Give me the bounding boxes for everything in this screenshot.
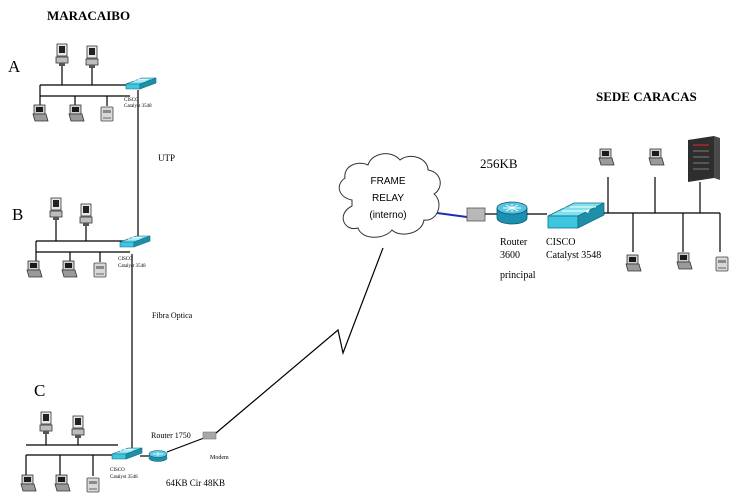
router-1750-icon xyxy=(148,450,168,462)
site-a-label: A xyxy=(8,57,21,76)
laptop-icon xyxy=(32,104,49,122)
printer-icon xyxy=(86,477,100,493)
caracas-title: SEDE CARACAS xyxy=(596,89,697,104)
printer-icon xyxy=(715,256,729,272)
cloud-line-1: FRAME xyxy=(371,176,406,187)
switch-c-label-1: CISCO xyxy=(110,468,125,473)
utp-label: UTP xyxy=(158,153,175,163)
laptop-icon xyxy=(676,252,693,270)
workstation-icon xyxy=(71,415,85,439)
router-1750-label: Router 1750 xyxy=(151,431,191,440)
modem-icon xyxy=(202,431,217,440)
caracas-switch-line-1: CISCO xyxy=(546,237,575,248)
router-3600-line-2: 3600 xyxy=(500,250,520,261)
workstation-icon xyxy=(55,43,69,67)
laptop-icon xyxy=(61,260,78,278)
caracas-lan xyxy=(598,136,729,272)
switch-b-label-1: CISCO xyxy=(118,257,133,262)
site-b-label: B xyxy=(12,205,23,224)
laptop-icon xyxy=(68,104,85,122)
switch-3548-caracas-icon xyxy=(547,202,605,229)
router-3600-icon xyxy=(496,201,528,225)
frame-relay-cloud: FRAME RELAY (interno) xyxy=(338,153,441,238)
site-c-label: C xyxy=(34,381,45,400)
server-icon xyxy=(688,136,720,182)
speed-maracaibo-label: 64KB Cir 48KB xyxy=(166,478,225,488)
printer-icon xyxy=(93,262,107,278)
printer-icon xyxy=(100,106,114,122)
laptop-icon xyxy=(598,148,615,166)
switch-icon xyxy=(125,77,157,90)
laptop-icon xyxy=(54,474,71,492)
switch-c-label-2: Catalyst 3548 xyxy=(110,475,138,480)
laptop-icon xyxy=(26,260,43,278)
principal-label: principal xyxy=(500,270,536,281)
wan-link xyxy=(215,247,384,434)
workstation-icon xyxy=(39,411,53,435)
caracas-switch-line-2: Catalyst 3548 xyxy=(546,250,601,261)
cloud-line-3: (interno) xyxy=(369,210,406,221)
site-c: C CISCO Catalyst 3548 Router 1750 Modem … xyxy=(20,381,229,493)
laptop-icon xyxy=(20,474,37,492)
workstation-icon xyxy=(49,197,63,221)
maracaibo-title: MARACAIBO xyxy=(47,8,130,23)
frame-link xyxy=(436,212,468,218)
laptop-icon xyxy=(648,148,665,166)
workstation-icon xyxy=(85,45,99,69)
workstation-icon xyxy=(79,203,93,227)
laptop-icon xyxy=(625,254,642,272)
switch-a-label-1: CISCO xyxy=(124,98,139,103)
modem-label: Modem xyxy=(210,455,229,461)
site-b: B CISCO Catalyst 3548 xyxy=(12,197,151,278)
switch-icon xyxy=(111,447,143,460)
switch-icon xyxy=(119,235,151,248)
csu-icon xyxy=(466,207,486,222)
router-3600-line-1: Router xyxy=(500,237,528,248)
site-a: A CISCO Catalyst 3548 xyxy=(8,43,157,122)
cloud-line-2: RELAY xyxy=(372,193,404,204)
fibra-label: Fibra Optica xyxy=(152,311,193,320)
speed-caracas-label: 256KB xyxy=(480,156,518,171)
